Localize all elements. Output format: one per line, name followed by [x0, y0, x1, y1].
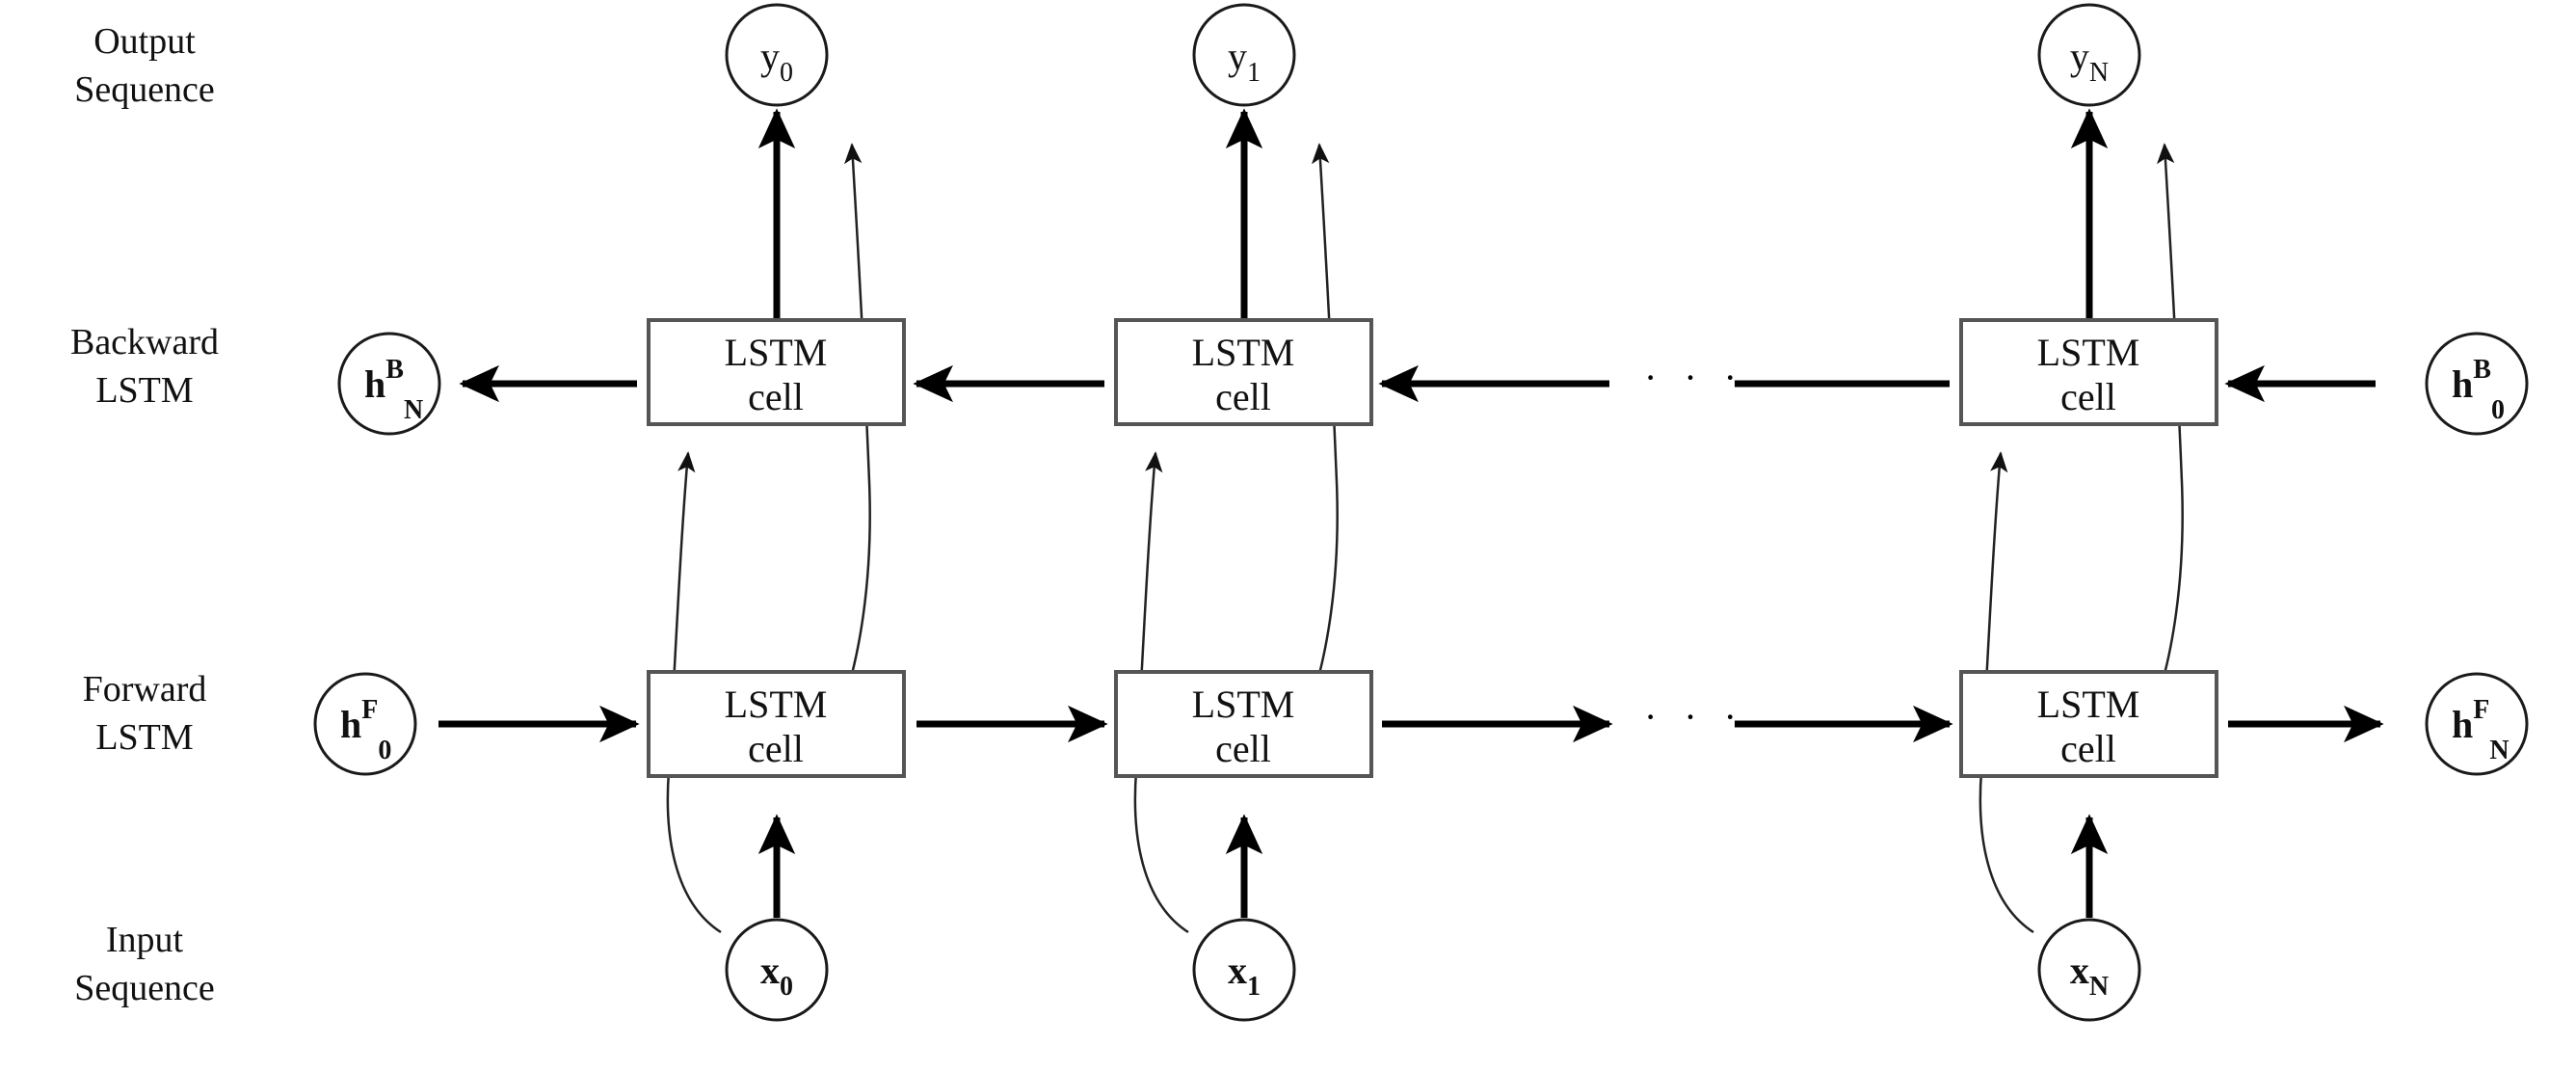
row-label-input-sequence: Input Sequence — [0, 916, 289, 1012]
backward-cell-1-box[interactable] — [1114, 318, 1373, 426]
state-node-hB0[interactable]: hB0 — [2425, 332, 2529, 436]
state-node-hFN[interactable]: hFN — [2425, 672, 2529, 776]
backward-cell-N-box[interactable] — [1959, 318, 2218, 426]
output-node-yN[interactable]: yN — [2037, 3, 2141, 107]
forward-cell-1-box[interactable] — [1114, 670, 1373, 778]
row-label-backward-lstm: Backward LSTM — [0, 318, 289, 415]
forward-cell-0-label-line2: cell — [748, 727, 804, 770]
state-node-hFN-sup: F — [2473, 695, 2489, 725]
state-node-hB0-label: hB0 — [2452, 355, 2505, 425]
output-node-y0-label: y0 — [760, 35, 793, 88]
backward-cell-1-label-line1: LSTM — [1192, 331, 1295, 374]
forward-to-output-curves — [829, 143, 2184, 734]
forward-cell-1[interactable]: LSTM cell — [1114, 670, 1373, 778]
output-node-yN-label: yN — [2070, 35, 2109, 88]
state-node-hB0-base: h — [2452, 362, 2473, 406]
state-node-hFN-base: h — [2452, 703, 2473, 746]
backward-to-output-arrows — [757, 108, 2109, 320]
forward-cell-1-label-line2: cell — [1215, 727, 1271, 770]
backward-cell-0[interactable]: LSTM cell — [647, 318, 906, 426]
input-node-xN-circle[interactable] — [2037, 918, 2141, 1022]
curve-forward-cell0-to-y0 — [829, 143, 871, 734]
state-node-hF0-label: hF0 — [340, 695, 391, 765]
state-node-hB0-sub: 0 — [2491, 395, 2505, 425]
input-node-xN-sub: N — [2089, 972, 2109, 1002]
state-node-hBN[interactable]: hBN — [337, 332, 441, 436]
backward-cell-1[interactable]: LSTM cell — [1114, 318, 1373, 426]
forward-cell-N-label-line2: cell — [2060, 727, 2116, 770]
state-node-hB0-circle[interactable] — [2425, 332, 2529, 436]
input-node-x1-circle[interactable] — [1192, 918, 1296, 1022]
state-node-hB0-sup: B — [2473, 355, 2491, 385]
row-label-output-sequence: Output Sequence — [0, 17, 289, 114]
state-node-hF0-sub: 0 — [378, 736, 391, 765]
state-node-hF0-circle[interactable] — [313, 672, 417, 776]
forward-cell-1-label-line1: LSTM — [1192, 683, 1295, 726]
forward-cell-0[interactable]: LSTM cell — [647, 670, 906, 778]
state-node-hFN-circle[interactable] — [2425, 672, 2529, 776]
input-node-xN[interactable]: xN — [2037, 918, 2141, 1022]
input-node-x1-sub: 1 — [1247, 972, 1261, 1002]
forward-cell-N-box[interactable] — [1959, 670, 2218, 778]
backward-cell-N-label-line1: LSTM — [2037, 331, 2140, 374]
input-node-x0-circle[interactable] — [725, 918, 829, 1022]
input-node-x0[interactable]: x0 — [725, 918, 829, 1022]
row-label-line1: Output — [93, 21, 196, 62]
forward-cell-N[interactable]: LSTM cell — [1959, 670, 2218, 778]
row-label-line2: Sequence — [74, 968, 215, 1009]
forward-cell-0-box[interactable] — [647, 670, 906, 778]
output-node-yN-base: y — [2070, 35, 2089, 78]
forward-cell-N-label-line1: LSTM — [2037, 683, 2140, 726]
forward-ellipsis: · · · — [1644, 695, 1745, 738]
input-node-x0-sub: 0 — [780, 972, 793, 1002]
output-node-y1[interactable]: y1 — [1192, 3, 1296, 107]
output-node-y0[interactable]: y0 — [725, 3, 829, 107]
input-node-x1-base: x — [1228, 949, 1247, 992]
state-node-hF0[interactable]: hF0 — [313, 672, 417, 776]
row-label-line1: Input — [105, 920, 184, 960]
output-node-y1-label: y1 — [1228, 35, 1261, 88]
input-node-x1-label: x1 — [1228, 949, 1261, 1002]
curve-forward-cellN-to-yN — [2141, 143, 2184, 734]
row-label-line2: Sequence — [74, 69, 215, 111]
backward-cell-0-label-line1: LSTM — [725, 331, 828, 374]
backward-cell-0-label-line2: cell — [748, 375, 804, 418]
row-label-line2: LSTM — [95, 717, 194, 759]
state-node-hBN-base: h — [364, 362, 385, 406]
row-label-line2: LSTM — [95, 370, 194, 412]
output-node-y1-circle[interactable] — [1192, 3, 1296, 107]
state-node-hBN-label: hBN — [364, 355, 423, 425]
output-node-y0-sub: 0 — [780, 58, 793, 88]
input-node-x1[interactable]: x1 — [1192, 918, 1296, 1022]
backward-cell-N-label-line2: cell — [2060, 375, 2116, 418]
backward-cell-1-label-line2: cell — [1215, 375, 1271, 418]
state-node-hFN-label: hFN — [2452, 695, 2510, 765]
input-node-x0-base: x — [760, 949, 780, 992]
state-node-hF0-sup: F — [361, 695, 378, 725]
state-node-hBN-circle[interactable] — [337, 332, 441, 436]
curve-forward-cell1-to-y1 — [1296, 143, 1339, 734]
output-node-yN-circle[interactable] — [2037, 3, 2141, 107]
state-node-hFN-sub: N — [2489, 736, 2509, 765]
backward-ellipsis: · · · — [1644, 356, 1745, 399]
output-node-y1-base: y — [1228, 35, 1247, 78]
input-node-xN-label: xN — [2070, 949, 2109, 1002]
row-label-line1: Backward — [69, 322, 220, 362]
input-node-xN-base: x — [2070, 949, 2089, 992]
output-node-yN-sub: N — [2089, 58, 2109, 88]
state-node-hBN-sub: N — [404, 395, 423, 425]
input-to-forward-arrows — [757, 814, 2109, 918]
output-node-y0-circle[interactable] — [725, 3, 829, 107]
output-node-y1-sub: 1 — [1247, 58, 1261, 88]
backward-cell-0-box[interactable] — [647, 318, 906, 426]
forward-cell-0-label-line1: LSTM — [725, 683, 828, 726]
backward-cell-N[interactable]: LSTM cell — [1959, 318, 2218, 426]
row-label-forward-lstm: Forward LSTM — [0, 665, 289, 762]
state-node-hF0-base: h — [340, 703, 361, 746]
input-node-x0-label: x0 — [760, 949, 793, 1002]
row-label-line1: Forward — [82, 669, 207, 710]
state-node-hBN-sup: B — [385, 355, 404, 385]
output-node-y0-base: y — [760, 35, 780, 78]
